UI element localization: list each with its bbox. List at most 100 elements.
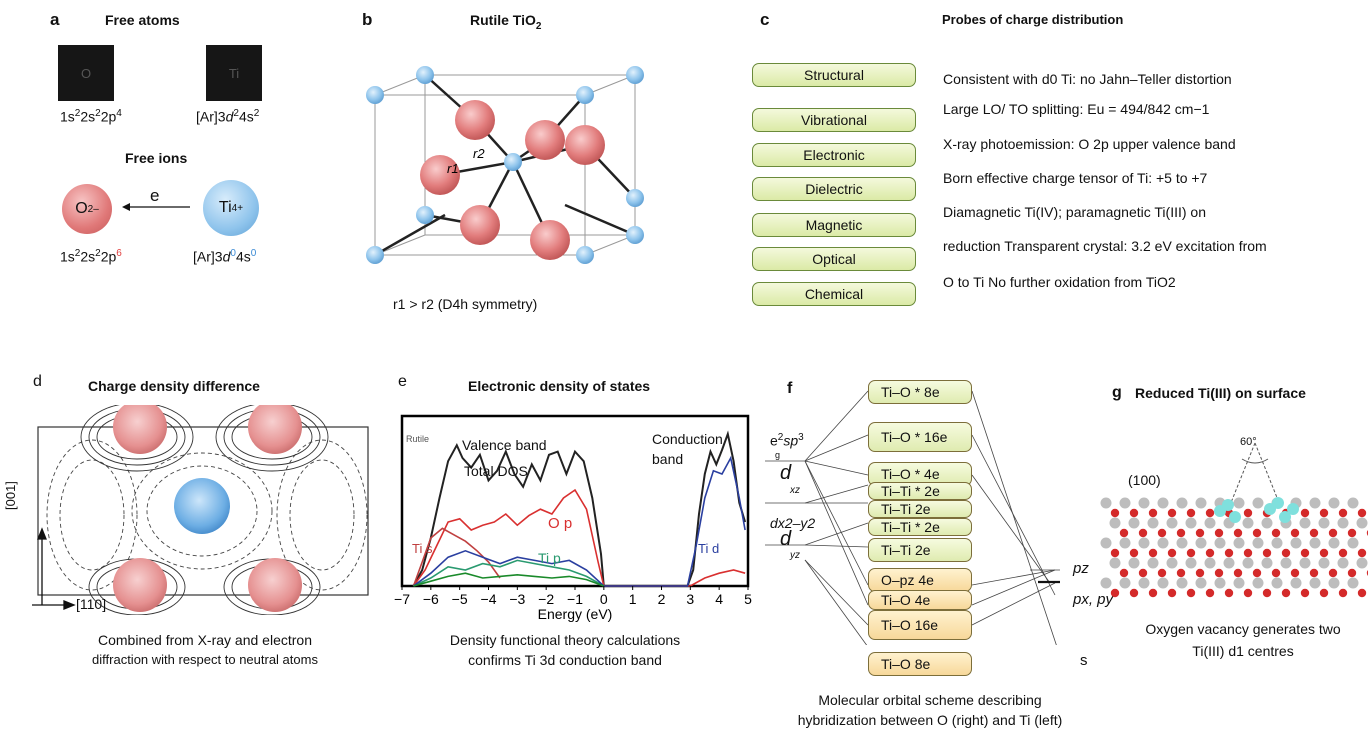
x-tick-label: −2 <box>538 591 554 607</box>
x-tick-label: −1 <box>567 591 583 607</box>
mo-level-titi-2e: Ti–Ti 2e <box>868 500 972 518</box>
ti-surface-atom <box>1309 537 1321 549</box>
titanium-atom <box>626 66 644 84</box>
panel-d-title: Charge density difference <box>88 378 260 394</box>
o-surface-atom <box>1157 528 1167 538</box>
ti-surface-atom <box>1195 577 1207 589</box>
spin-density-blob <box>1279 511 1291 523</box>
o-surface-atom <box>1167 548 1177 558</box>
titanium-atom <box>416 66 434 84</box>
ti-surface-atom <box>1347 537 1359 549</box>
ti-surface-atom <box>1252 537 1264 549</box>
o-surface-atom <box>1357 508 1367 518</box>
o-surface-atom <box>1205 548 1215 558</box>
xz-subscript-label: xz <box>790 485 800 496</box>
oxygen-atom <box>565 125 605 165</box>
d-xz-label: d <box>780 462 792 484</box>
reduced-surface-model <box>1100 442 1368 598</box>
mo-level-tio-8e-antibonding: Ti–O * 8e <box>868 380 972 404</box>
o-surface-atom <box>1338 508 1348 518</box>
pz-label: pz <box>1073 560 1089 577</box>
ti-surface-atom <box>1138 537 1150 549</box>
o-surface-atom <box>1233 568 1243 578</box>
o-surface-atom <box>1262 548 1272 558</box>
x-tick-label: 3 <box>686 591 694 607</box>
panel-f-caption-2: hybridization between O (right) and Ti (… <box>797 712 1063 728</box>
panel-a-label: a <box>50 10 60 29</box>
titanium-density-sphere <box>174 478 230 534</box>
probe-structural: Structural <box>752 63 916 87</box>
angle-label: 60° <box>1240 436 1257 448</box>
ti-surface-atom <box>1347 577 1359 589</box>
panel-f-caption-1: Molecular orbital scheme describing <box>818 692 1042 708</box>
ti-surface-atom <box>1318 517 1330 529</box>
ti-surface-atom <box>1147 557 1159 569</box>
titanium-atom <box>576 246 594 264</box>
o-surface-atom <box>1281 588 1291 598</box>
ti-surface-atom <box>1157 537 1169 549</box>
titanium-atom-config: [Ar]3d24s2 <box>196 108 260 125</box>
panel-e-label: e <box>398 373 407 390</box>
electron-transfer-arrow <box>122 203 190 211</box>
o-surface-atom <box>1129 508 1139 518</box>
ti-surface-atom <box>1157 577 1169 589</box>
x-tick-label: −6 <box>423 591 439 607</box>
titanium-atom <box>626 226 644 244</box>
titanium-atom <box>416 206 434 224</box>
ti-surface-atom <box>1214 537 1226 549</box>
conduction-band-label-2: band <box>652 451 683 467</box>
o-surface-atom <box>1205 508 1215 518</box>
titanium-atom <box>504 153 522 171</box>
o-surface-atom <box>1366 570 1368 576</box>
titanium-atom <box>576 86 594 104</box>
ti-s-label: Ti s <box>412 541 433 556</box>
o-surface-atom <box>1148 548 1158 558</box>
ti-surface-atom <box>1100 537 1112 549</box>
o-surface-atom <box>1281 548 1291 558</box>
panel-d-label: d <box>33 373 42 390</box>
o-surface-atom <box>1138 568 1148 578</box>
ti-surface-atom <box>1261 557 1273 569</box>
eg-sp3-label: e2sp3 <box>770 432 804 449</box>
ti-surface-atom <box>1337 557 1349 569</box>
x-tick-label: 4 <box>715 591 723 607</box>
o-surface-atom <box>1366 530 1368 536</box>
o-surface-atom <box>1186 508 1196 518</box>
ti-surface-atom <box>1309 577 1321 589</box>
o-surface-atom <box>1110 508 1120 518</box>
ti-surface-atom <box>1271 577 1283 589</box>
spin-density-blob <box>1222 499 1234 511</box>
titanium-atom <box>366 246 384 264</box>
panel-b-title: Rutile TiO2 <box>470 12 542 32</box>
o-surface-atom <box>1309 568 1319 578</box>
ti-surface-atom <box>1299 557 1311 569</box>
o-surface-atom <box>1300 548 1310 558</box>
o-p-label: O p <box>548 515 572 532</box>
ti-surface-atom <box>1100 577 1112 589</box>
ti-surface-atom <box>1328 577 1340 589</box>
oxygen-density-sphere <box>113 558 167 612</box>
o-surface-atom <box>1119 568 1129 578</box>
chart-title: Electronic density of states <box>468 378 651 394</box>
ti-surface-atom <box>1328 537 1340 549</box>
o-surface-atom <box>1357 588 1367 598</box>
ti-surface-atom <box>1195 497 1207 509</box>
ti-surface-atom <box>1214 577 1226 589</box>
o-surface-atom <box>1224 588 1234 598</box>
o-surface-atom <box>1110 588 1120 598</box>
o-surface-atom <box>1243 588 1253 598</box>
o-surface-atom <box>1129 588 1139 598</box>
mo-level-tio-4e: Ti–O 4e <box>868 590 972 610</box>
d-yz-label: d <box>780 528 792 550</box>
ti-surface-atom <box>1299 517 1311 529</box>
x-axis-label: Energy (eV) <box>538 606 613 622</box>
probe-line-dielectric: Born effective charge tensor of Ti: +5 t… <box>943 170 1208 186</box>
dos-series-line <box>412 488 746 587</box>
panel-a-title-ions: Free ions <box>125 150 188 166</box>
ti-surface-atom <box>1347 497 1359 509</box>
probe-chemical: Chemical <box>752 282 916 306</box>
oxygen-density-sphere <box>248 558 302 612</box>
o-surface-atom <box>1347 568 1357 578</box>
probe-line-optical: reduction Transparent crystal: 3.2 eV ex… <box>943 238 1267 254</box>
